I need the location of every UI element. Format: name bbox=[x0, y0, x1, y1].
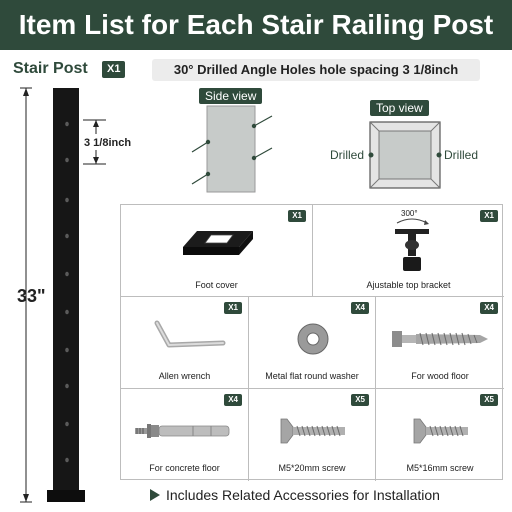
wood-screw-icon bbox=[392, 331, 488, 347]
parts-grid: X1 Foot cover X1 300° Ajustable top brac… bbox=[120, 204, 504, 481]
part-name: For concrete floor bbox=[149, 463, 220, 473]
top-view-label: Top view bbox=[370, 100, 429, 116]
part-name: Metal flat round washer bbox=[265, 371, 359, 381]
part-qty-badge: X5 bbox=[480, 394, 498, 406]
m5-20-screw-icon bbox=[280, 418, 345, 444]
part-qty-badge: X1 bbox=[224, 302, 242, 314]
m5-16-screw-icon bbox=[413, 418, 468, 444]
top-bracket-icon bbox=[395, 218, 429, 271]
part-cell-allen-wrench: X1 Allen wrench bbox=[121, 297, 249, 389]
page-title: Item List for Each Stair Railing Post bbox=[0, 0, 512, 50]
part-cell-anchor-bolt: X4 For concrete floor bbox=[121, 389, 249, 481]
spec-banner: 30° Drilled Angle Holes hole spacing 3 1… bbox=[152, 59, 480, 81]
part-cell-m5-16-screw: X5 M5*16mm screw bbox=[376, 389, 504, 481]
side-view-label: Side view bbox=[199, 88, 263, 104]
washer-icon bbox=[297, 323, 329, 355]
part-qty-badge: X1 bbox=[480, 210, 498, 222]
drilled-right-label: Drilled bbox=[444, 148, 479, 162]
part-name: Allen wrench bbox=[158, 371, 211, 381]
footer-note: Includes Related Accessories for Install… bbox=[150, 487, 440, 503]
hole-spacing-label: 3 1/8inch bbox=[84, 137, 132, 149]
part-name: Foot cover bbox=[195, 280, 238, 290]
part-qty-badge: X4 bbox=[480, 302, 498, 314]
top-view-illustration bbox=[368, 121, 442, 189]
stair-post-title: Stair Post bbox=[13, 60, 88, 77]
part-cell-washer: X4 Metal flat round washer bbox=[249, 297, 376, 389]
side-view-illustration bbox=[191, 105, 273, 193]
play-triangle-icon bbox=[150, 489, 160, 501]
part-qty-badge: X5 bbox=[351, 394, 369, 406]
drilled-left-label: Drilled bbox=[330, 148, 365, 162]
part-name: M5*16mm screw bbox=[406, 463, 474, 473]
footer-note-text: Includes Related Accessories for Install… bbox=[166, 487, 440, 503]
part-name: For wood floor bbox=[411, 371, 469, 381]
part-cell-foot-cover: X1 Foot cover bbox=[121, 205, 313, 297]
post-height-label: 33" bbox=[17, 286, 46, 306]
anchor-bolt-icon bbox=[135, 424, 230, 438]
part-cell-m5-20-screw: X5 M5*20mm screw bbox=[249, 389, 376, 481]
part-name: M5*20mm screw bbox=[278, 463, 346, 473]
part-cell-wood-screw: X4 For wood floor bbox=[376, 297, 504, 389]
foot-cover-icon bbox=[183, 231, 253, 255]
stair-post-qty-badge: X1 bbox=[102, 61, 126, 78]
bracket-rotation-label: 300° bbox=[401, 209, 418, 218]
part-qty-badge: X4 bbox=[351, 302, 369, 314]
stair-post-illustration bbox=[20, 87, 106, 503]
part-name: Ajustable top bracket bbox=[366, 280, 451, 290]
part-qty-badge: X4 bbox=[224, 394, 242, 406]
part-qty-badge: X1 bbox=[288, 210, 306, 222]
allen-wrench-icon bbox=[154, 320, 226, 348]
part-cell-top-bracket: X1 300° Ajustable top bracket bbox=[313, 205, 504, 297]
